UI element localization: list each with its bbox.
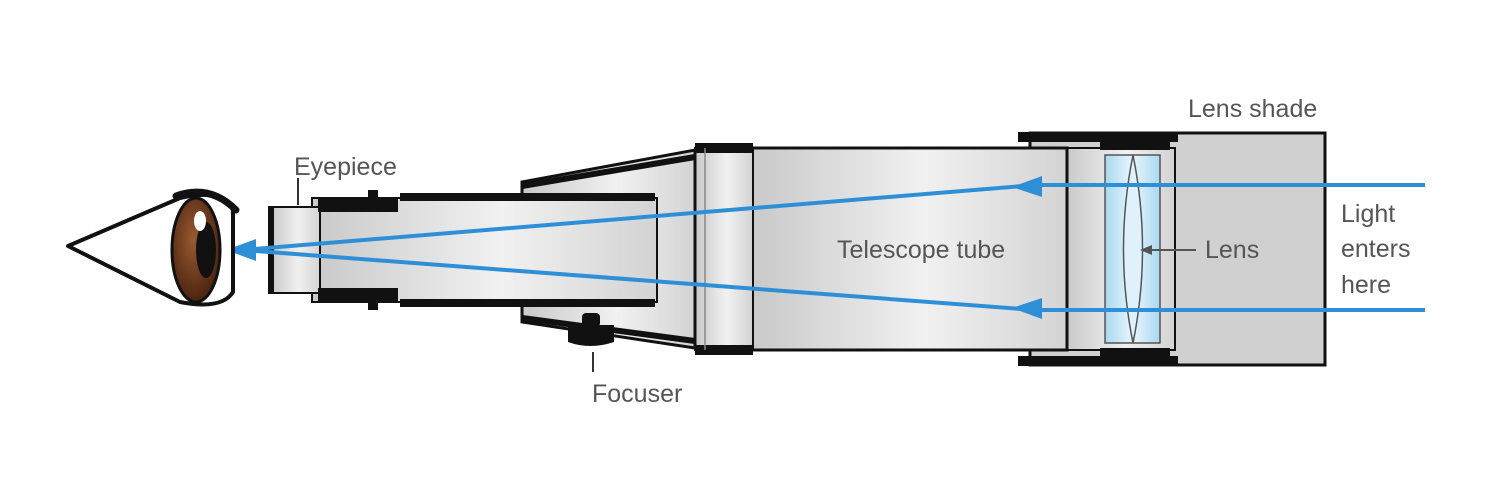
- focuser: [568, 313, 614, 372]
- focuser-label: Focuser: [592, 380, 682, 408]
- lens-shade-label: Lens shade: [1188, 95, 1317, 123]
- lower-ray-arrow-icon: [1012, 298, 1042, 319]
- light-label-line2: enters: [1341, 235, 1410, 263]
- eyepiece: [268, 178, 398, 310]
- upper-ray-arrow-icon: [1012, 176, 1042, 197]
- lens-pointer: [1140, 245, 1196, 255]
- drawtube: [311, 193, 658, 307]
- light-label-line1: Light: [1341, 200, 1395, 228]
- eye-ray-arrow-icon: [226, 239, 256, 261]
- telescope-tube-label: Telescope tube: [837, 236, 1005, 264]
- light-rays: [241, 183, 1425, 312]
- light-ray-arrowheads: [226, 176, 1042, 319]
- upper-light-ray-converging: [241, 183, 1036, 252]
- light-label-line3: here: [1341, 271, 1391, 299]
- lens-label: Lens: [1205, 236, 1259, 264]
- lower-light-ray-converging: [241, 248, 1036, 312]
- telescope-tube: [694, 143, 1069, 355]
- eye-icon: [66, 188, 240, 307]
- eyepiece-label: Eyepiece: [294, 153, 397, 181]
